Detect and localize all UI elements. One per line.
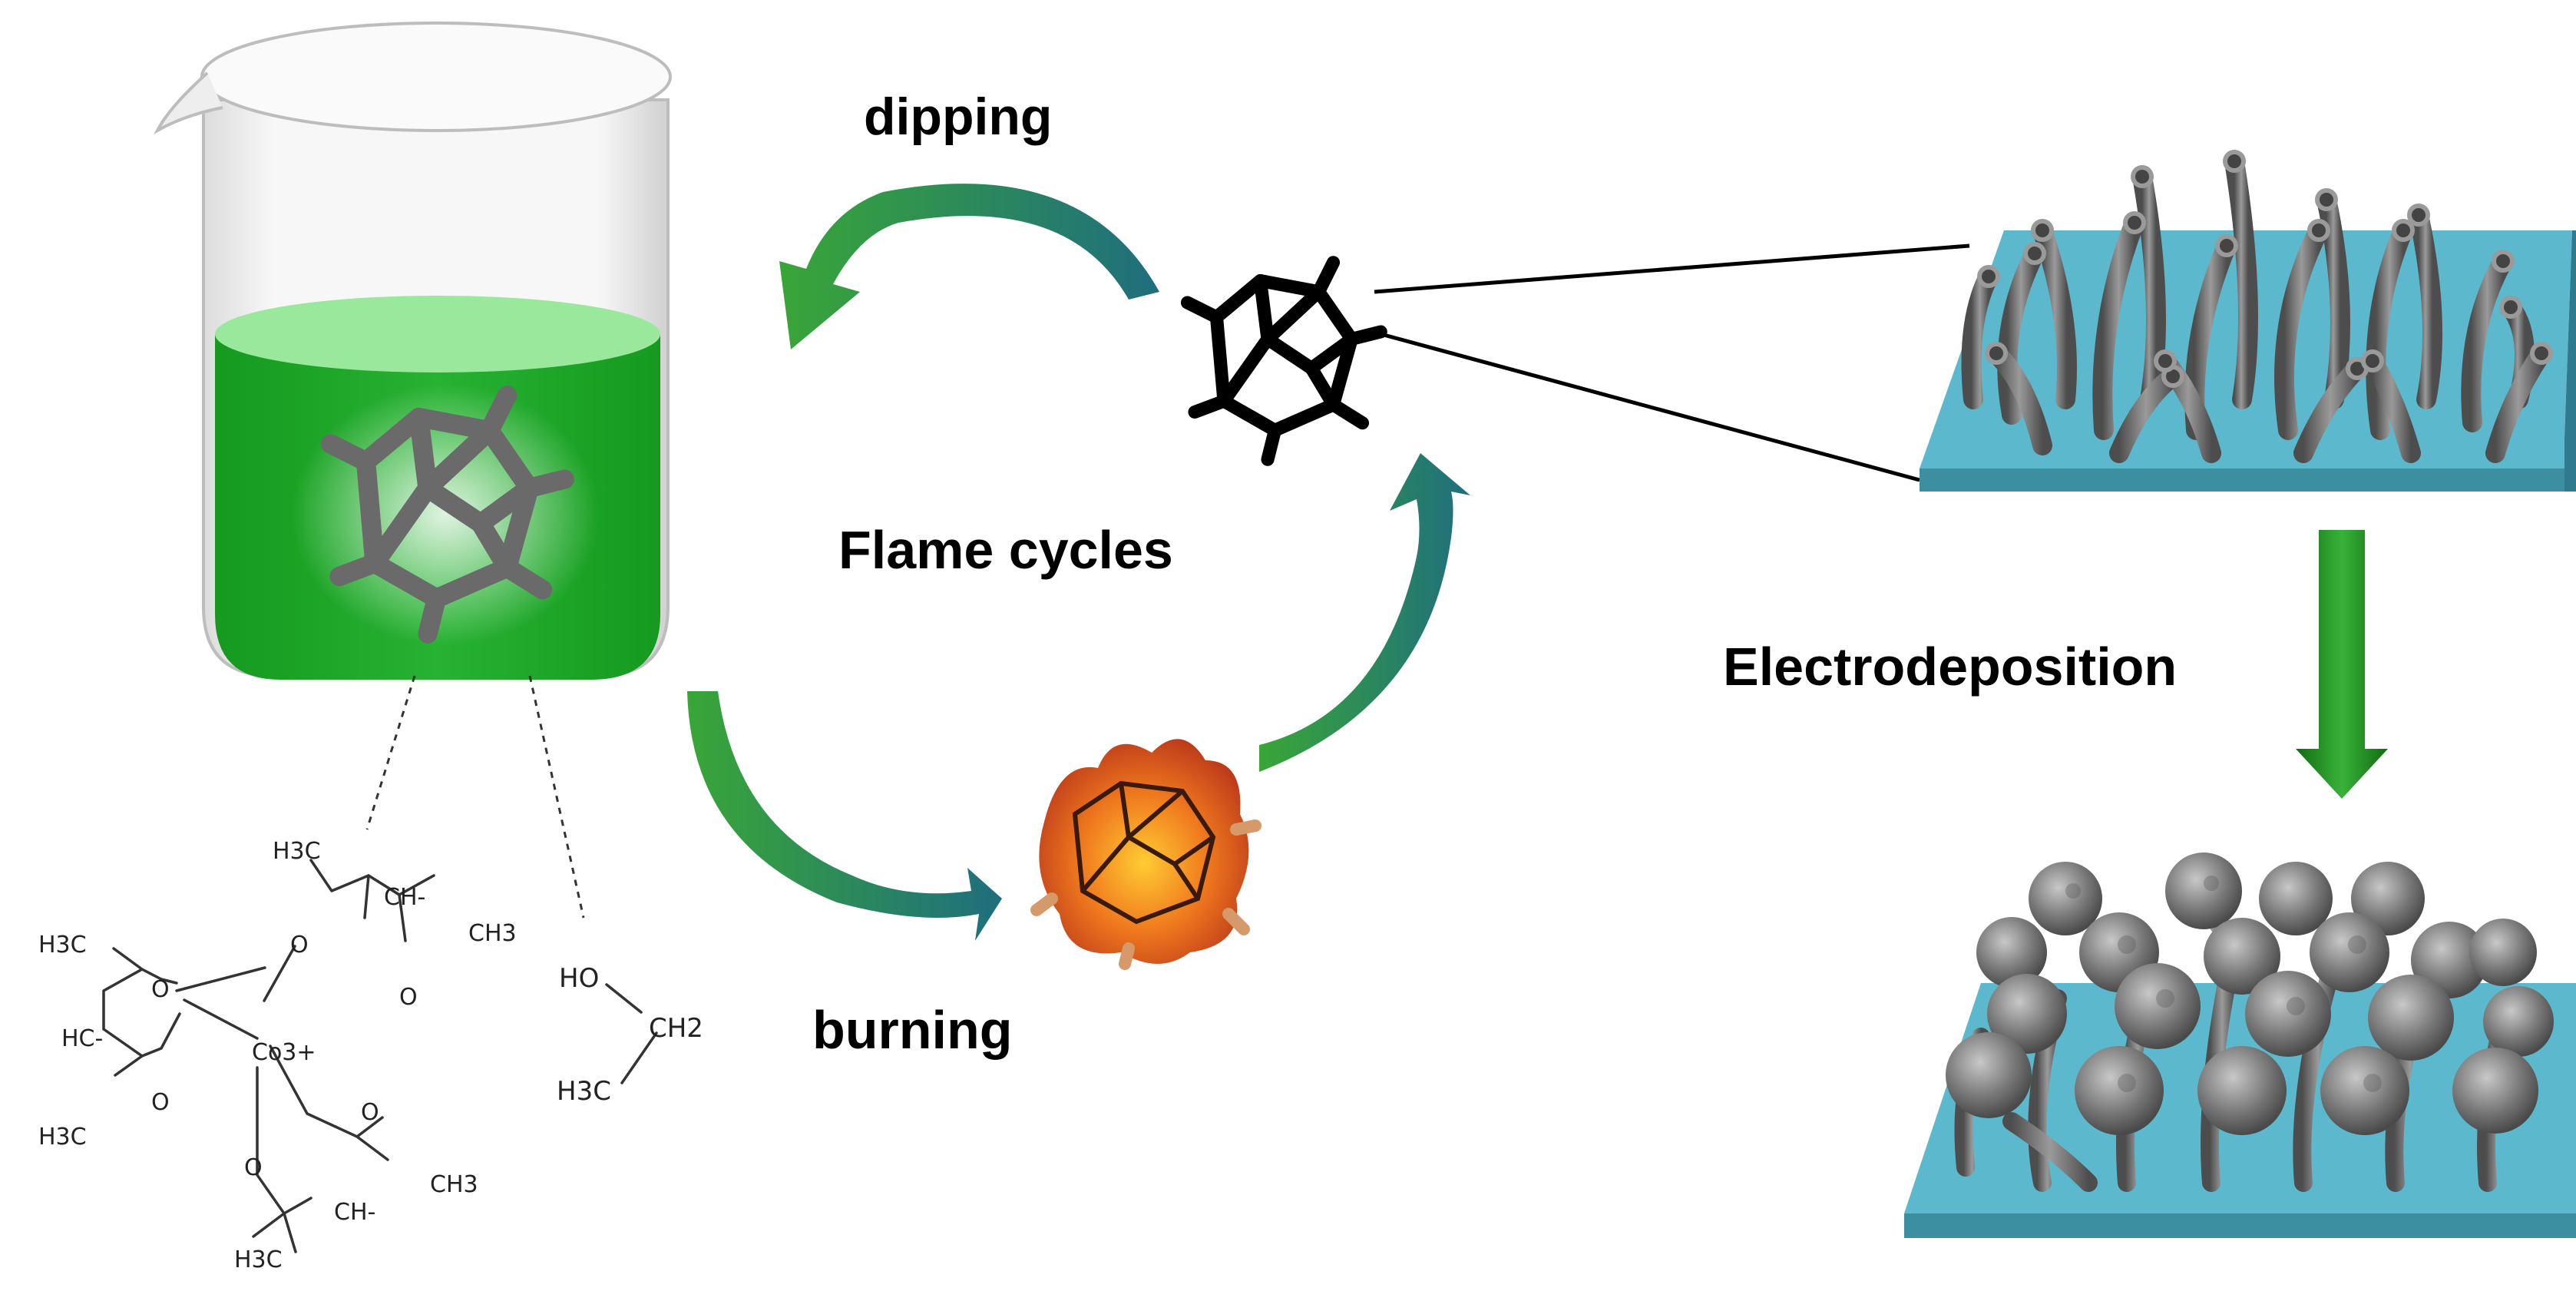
atom-label: O	[151, 976, 170, 1003]
atom-label: HC-	[61, 1025, 103, 1052]
atom-label: O	[244, 1154, 263, 1181]
nanotube-array-icon	[1920, 150, 2576, 492]
atom-label: CH2	[649, 1013, 703, 1044]
atom-label: H3C	[234, 1246, 283, 1273]
co-acac-molecule: H3C CH- CH3 O O H3C O HC- Co3+ H3C O O O…	[38, 838, 517, 1273]
electrodeposition-arrow	[2296, 530, 2388, 799]
atom-label: HO	[559, 963, 599, 994]
atom-label: H3C	[273, 838, 321, 865]
foam-scaffold-icon	[1180, 256, 1387, 466]
label-burning: burning	[812, 1000, 1012, 1060]
atom-label: H3C	[38, 1124, 87, 1150]
atom-label: CH-	[384, 884, 425, 911]
atom-label: CH-	[334, 1199, 375, 1226]
dipping-arrow	[779, 184, 1159, 349]
ethanol-molecule: HO CH2 H3C	[557, 963, 703, 1107]
atom-label: O	[290, 932, 309, 958]
burning-foam-icon	[1030, 739, 1262, 970]
burning-arrow	[687, 691, 1002, 941]
return-arrow	[1259, 453, 1470, 772]
atom-label: H3C	[557, 1076, 611, 1107]
coated-nanotube-array-icon	[1904, 852, 2576, 1238]
atom-label: Co3+	[252, 1039, 316, 1066]
atom-label: O	[399, 984, 418, 1011]
atom-label: O	[361, 1099, 379, 1126]
label-dipping: dipping	[864, 88, 1052, 146]
label-flame-cycles: Flame cycles	[838, 520, 1173, 580]
foam-scaffold-icon	[320, 386, 574, 644]
label-electrodeposition: Electrodeposition	[1723, 637, 2177, 697]
atom-label: O	[151, 1089, 170, 1116]
zoom-lines	[1366, 243, 1970, 482]
atom-label: H3C	[38, 932, 87, 958]
atom-label: CH3	[430, 1171, 478, 1198]
leader-lines	[365, 675, 585, 919]
atom-label: CH3	[468, 920, 517, 947]
